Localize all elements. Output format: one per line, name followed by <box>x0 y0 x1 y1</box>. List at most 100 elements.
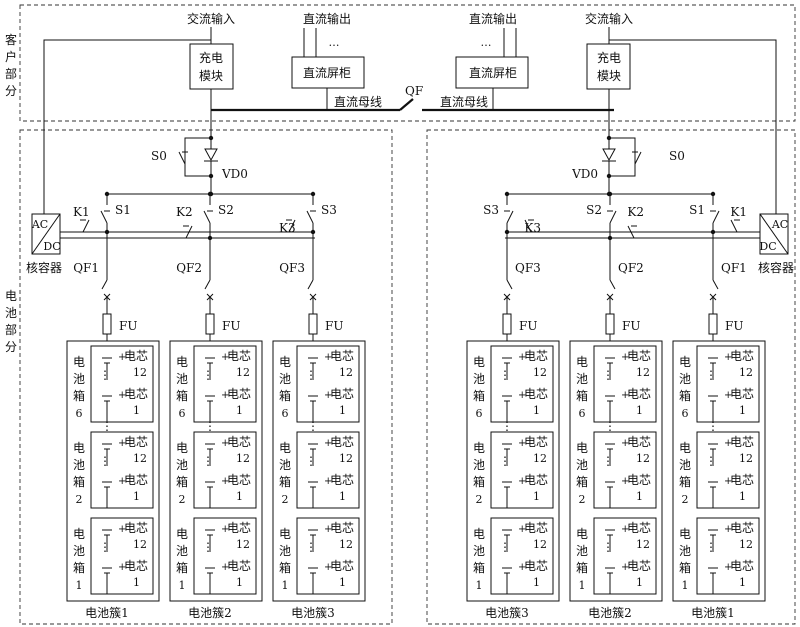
cell-label: 电芯 <box>124 435 148 449</box>
battery-box-name: 箱 <box>473 560 485 575</box>
bypass-switch-s0 <box>178 151 188 165</box>
cell-plus: + <box>621 562 629 573</box>
battery-box-name: 电 <box>473 527 485 541</box>
cell-plus: + <box>724 476 732 487</box>
k-switch-label: K1 <box>730 205 747 219</box>
cell-plus: + <box>621 524 629 535</box>
cell-plus: + <box>221 524 229 535</box>
cell-label: 电芯 <box>227 349 251 363</box>
cell-number: 1 <box>533 576 540 589</box>
battery-cell: +电芯1 <box>605 387 651 417</box>
cell-number: 1 <box>739 490 746 503</box>
battery-box-name: 电 <box>576 527 588 541</box>
dc-cabinet-label: 直流屏柜 <box>469 66 517 80</box>
cell-label: 电芯 <box>730 387 754 401</box>
cell-number: 12 <box>133 538 147 551</box>
cell-plus: + <box>221 438 229 449</box>
cell-plus: + <box>518 524 526 535</box>
cell-vdots: ⋮ <box>602 368 614 382</box>
battery-cell: +电芯1 <box>708 387 754 417</box>
battery-box-name: 池 <box>176 544 188 558</box>
battery-box-number: 1 <box>579 579 586 592</box>
cell-number: 1 <box>236 576 243 589</box>
cell-plus: + <box>621 438 629 449</box>
qf-breaker-label: QF2 <box>176 261 202 275</box>
battery-box-name: 电 <box>73 355 85 369</box>
cell-plus: + <box>221 562 229 573</box>
cell-number: 1 <box>739 576 746 589</box>
s-switch-3 <box>306 210 316 224</box>
battery-box-name: 池 <box>576 544 588 558</box>
cell-plus: + <box>324 562 332 573</box>
left-side: 交流输入充电模块直流输出…直流屏柜S0VD0ACDC核容器S1K1QF1FU电池… <box>26 11 366 620</box>
battery-cluster-label: 电池簇2 <box>188 605 232 620</box>
cell-plus: + <box>724 524 732 535</box>
battery-cell: +电芯1 <box>708 559 754 589</box>
capacitor-tester-diagonal <box>759 213 789 255</box>
battery-box-name: 箱 <box>679 560 691 575</box>
cell-vdots: ⋮ <box>99 454 111 468</box>
cell-vdots: ⋮ <box>305 540 317 554</box>
qf-breaker-label: QF1 <box>721 261 747 275</box>
cell-label: 电芯 <box>330 435 354 449</box>
k-switch-1 <box>730 219 740 233</box>
customer-region-label-char: 客 <box>5 32 17 47</box>
cell-label: 电芯 <box>330 387 354 401</box>
cell-number: 1 <box>739 404 746 417</box>
battery-cluster-label: 电池簇3 <box>485 605 529 620</box>
battery-cell: +电芯1 <box>205 387 251 417</box>
cell-plus: + <box>324 524 332 535</box>
cell-plus: + <box>518 438 526 449</box>
switch-blade <box>506 210 514 224</box>
cell-vdots: ⋮ <box>499 454 511 468</box>
k-switch-1 <box>80 219 90 233</box>
box-gap-vdots: ⋮ <box>604 419 616 433</box>
cell-plus: + <box>118 524 126 535</box>
k-switch-2 <box>627 225 637 239</box>
cell-plus: + <box>118 562 126 573</box>
cell-label: 电芯 <box>627 521 651 535</box>
battery-box-name: 池 <box>679 458 691 472</box>
junction-dot <box>104 229 110 235</box>
battery-box-number: 6 <box>476 407 483 420</box>
qf-breaker-blade <box>609 279 616 290</box>
junction-dot <box>208 173 214 179</box>
ac-to-capacitor-wire <box>43 39 211 214</box>
qf-breaker-blade <box>101 279 108 290</box>
k-switch-label: K1 <box>73 205 90 219</box>
box-gap-vdots: ⋮ <box>204 419 216 433</box>
battery-box-name: 箱 <box>73 560 85 575</box>
qf-tie-breaker-label: QF <box>405 84 423 98</box>
qf-breaker-blade <box>204 279 211 290</box>
battery-cell: +电芯1 <box>605 559 651 589</box>
dc-output-dots: … <box>481 36 492 49</box>
cell-plus: + <box>518 352 526 363</box>
battery-cluster: 电池簇1电池箱6+电芯12+电芯1⋮电池箱2+电芯12+电芯1⋮电池箱1+电芯1… <box>672 340 766 620</box>
battery-box-name: 池 <box>473 372 485 386</box>
switch-blade <box>185 225 193 239</box>
battery-box-frame <box>193 345 257 423</box>
cell-number: 1 <box>133 490 140 503</box>
battery-cluster: 电池簇3电池箱6+电芯12+电芯1⋮电池箱2+电芯12+电芯1⋮电池箱1+电芯1… <box>272 340 366 620</box>
bypass-switch-label: S0 <box>151 149 167 163</box>
junction-dot <box>607 235 613 241</box>
qf-breaker-blade <box>307 279 314 290</box>
cell-label: 电芯 <box>627 559 651 573</box>
switch-blade <box>178 151 186 165</box>
fuse-fu <box>102 313 112 335</box>
battery-box-name: 箱 <box>73 474 85 489</box>
s-switch-2 <box>203 210 213 224</box>
battery-cluster-label: 电池簇1 <box>691 605 735 620</box>
diode-label: VD0 <box>221 167 248 181</box>
battery-cell: +电芯1 <box>605 473 651 503</box>
battery-box-name: 池 <box>73 544 85 558</box>
battery-box-frame <box>696 431 760 509</box>
